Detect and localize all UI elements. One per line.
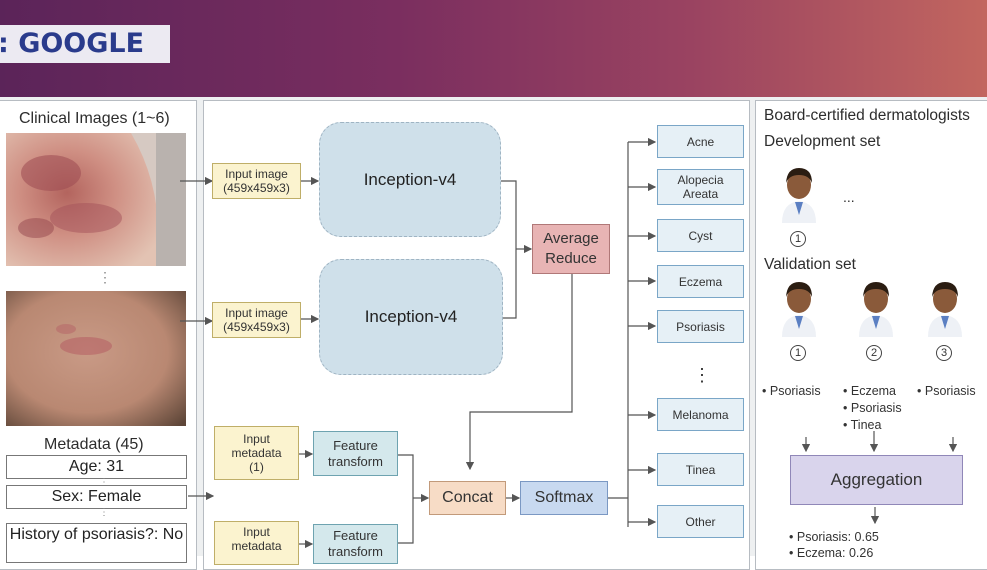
vote-2b: • Psoriasis <box>843 401 902 415</box>
class-alopecia-areata-label: Alopecia Areata <box>677 173 724 201</box>
vote-2-label-3: Tinea <box>850 418 882 432</box>
clinical-images-title: Clinical Images (1~6) <box>19 110 170 127</box>
doctor-icon-val-3 <box>928 282 962 337</box>
age-field: Age: 31 <box>6 455 187 479</box>
val-number-3: 3 <box>936 345 952 361</box>
history-field-text: History of psoriasis?: No <box>9 526 184 543</box>
input-metadata-box-1: Input metadata (1) <box>214 426 299 480</box>
class-other: Other <box>657 505 744 538</box>
class-tinea: Tinea <box>657 453 744 486</box>
input-metadata-box-1-label: Input metadata (1) <box>231 432 282 474</box>
average-reduce-box: Average Reduce <box>532 224 610 274</box>
class-melanoma: Melanoma <box>657 398 744 431</box>
dev-number-1: 1 <box>790 231 806 247</box>
sex-field: Sex: Female <box>6 485 187 509</box>
val-number-2: 2 <box>866 345 882 361</box>
vote-2c: • Tinea <box>843 418 882 432</box>
class-eczema: Eczema <box>657 265 744 298</box>
vote-1: • Psoriasis <box>762 384 821 398</box>
feature-transform-box-1: Feature transform <box>313 431 398 476</box>
class-alopecia-areata: Alopecia Areata <box>657 169 744 205</box>
inception-v4-block-2: Inception-v4 <box>319 259 503 375</box>
aggregation-box: Aggregation <box>790 455 963 505</box>
feature-transform-box-1-label: Feature transform <box>328 437 383 469</box>
clinical-image-1 <box>6 133 186 266</box>
vote-3-label: Psoriasis <box>924 384 976 398</box>
metadata-title: Metadata (45) <box>44 436 144 453</box>
result-1: • Psoriasis: 0.65 <box>789 530 879 544</box>
concat-box: Concat <box>429 481 506 515</box>
result-2-label: Eczema: 0.26 <box>796 546 874 560</box>
doctor-icon-val-1 <box>782 282 816 337</box>
classes-vdots: ⋮ <box>693 365 711 385</box>
input-metadata-box-2: Input metadata <box>214 521 299 565</box>
dermatologists-title: Board-certified dermatologists <box>764 107 970 124</box>
dev-ellipsis: ... <box>843 189 855 205</box>
inception-v4-block-1: Inception-v4 <box>319 122 501 237</box>
class-cyst: Cyst <box>657 219 744 252</box>
diagram-connectors <box>180 137 958 549</box>
input-metadata-box-2-label: Input metadata <box>231 525 282 553</box>
softmax-box: Softmax <box>520 481 608 515</box>
doctor-icon-val-2 <box>859 282 893 337</box>
result-1-label: Psoriasis: 0.65 <box>796 530 879 544</box>
brand-label: : GOOGLE <box>0 25 170 63</box>
clinical-image-2 <box>6 291 186 426</box>
development-set-label: Development set <box>764 133 881 150</box>
feature-transform-box-2: Feature transform <box>313 524 398 564</box>
input-image-box-2-label: Input image (459x459x3) <box>223 306 290 334</box>
vote-1-label: Psoriasis <box>769 384 821 398</box>
class-acne: Acne <box>657 125 744 158</box>
average-reduce-label: Average Reduce <box>543 230 599 267</box>
vote-2-label-2: Psoriasis <box>850 401 902 415</box>
input-image-box-1: Input image (459x459x3) <box>212 163 301 199</box>
doctor-icon-dev <box>782 168 816 223</box>
input-image-box-1-label: Input image (459x459x3) <box>223 167 290 195</box>
result-2: • Eczema: 0.26 <box>789 546 874 560</box>
validation-set-label: Validation set <box>764 256 856 273</box>
vote-2: • Eczema <box>843 384 897 398</box>
vote-3: • Psoriasis <box>917 384 976 398</box>
val-number-1: 1 <box>790 345 806 361</box>
header-banner: : GOOGLE <box>0 0 987 97</box>
slide-content: Clinical Images (1~6) ⋮ <box>0 97 987 570</box>
feature-transform-box-2-label: Feature transform <box>328 528 383 559</box>
images-vdots: ⋮ <box>98 269 112 285</box>
vote-2-label-1: Eczema <box>850 384 897 398</box>
fields-vdots-2: ⋮ <box>99 507 109 518</box>
input-image-box-2: Input image (459x459x3) <box>212 302 301 338</box>
input-panel: Clinical Images (1~6) ⋮ <box>0 100 197 570</box>
fields-vdots-1: ⋮ <box>99 477 109 488</box>
class-psoriasis: Psoriasis <box>657 310 744 343</box>
